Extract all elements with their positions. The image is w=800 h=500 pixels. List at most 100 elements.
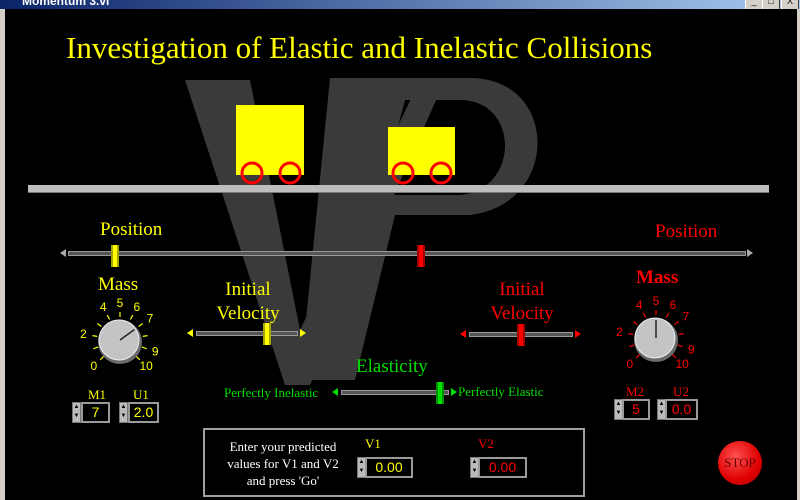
perfectly-elastic-label: Perfectly Elastic <box>458 384 544 399</box>
wheel <box>240 161 264 185</box>
v2-field[interactable]: 0.00 <box>478 457 527 478</box>
prediction-panel <box>203 428 585 497</box>
knob-tick <box>93 346 99 350</box>
stop-button[interactable]: STOP <box>718 441 762 485</box>
knob-label: 2 <box>80 327 87 341</box>
track <box>28 185 769 193</box>
perfectly-inelastic-label: Perfectly Inelastic <box>224 385 319 400</box>
velocity-label-1: Initial Velocity <box>198 278 298 326</box>
prediction-instructions: Enter your predicted values for V1 and V… <box>213 438 353 489</box>
knob-tick <box>642 312 647 318</box>
instructions-line1: Enter your predicted <box>229 439 337 454</box>
maximize-button[interactable]: □ <box>762 0 780 9</box>
elasticity-right-arrow[interactable] <box>451 388 457 396</box>
velocity-label-2: Initial Velocity <box>472 278 572 326</box>
v2-label: V2 <box>478 436 494 451</box>
knob-label: 10 <box>139 359 153 373</box>
knob-body <box>98 319 140 361</box>
knob-label: 5 <box>117 296 124 310</box>
knob-tick <box>632 321 638 325</box>
u1-label: U1 <box>133 387 149 402</box>
velocity-label-1-line2: Velocity <box>216 303 280 324</box>
knob-tick <box>635 353 641 359</box>
velocity-label-1-line1: Initial <box>225 279 271 300</box>
velocity-1-left-arrow[interactable] <box>187 329 193 337</box>
knob-label: 2 <box>616 325 623 339</box>
knob-tick <box>96 323 102 327</box>
knob-label: 7 <box>683 309 690 323</box>
knob-tick <box>671 353 677 359</box>
position-slider-track[interactable] <box>68 251 746 256</box>
position-2-slider-thumb[interactable] <box>416 245 425 267</box>
wheel <box>278 161 302 185</box>
close-button[interactable]: X <box>781 0 799 9</box>
knob-tick <box>92 335 98 337</box>
velocity-label-2-line2: Velocity <box>490 303 554 324</box>
velocity-2-slider-thumb[interactable] <box>517 324 525 346</box>
u2-label: U2 <box>673 384 689 399</box>
elasticity-left-arrow[interactable] <box>332 388 338 396</box>
position-left-arrow[interactable] <box>60 249 66 257</box>
elasticity-label: Elasticity <box>356 356 428 377</box>
knob-label: 9 <box>688 342 695 356</box>
v1-field[interactable]: 0.00 <box>365 457 413 478</box>
knob-tick <box>142 335 148 337</box>
knob-tick <box>141 346 147 350</box>
velocity-1-slider-thumb[interactable] <box>263 323 272 345</box>
u2-field[interactable]: 0.0 <box>665 399 698 420</box>
knob-tick <box>106 314 111 320</box>
wheel <box>429 161 453 185</box>
knob-label: 5 <box>653 294 660 308</box>
m2-field[interactable]: 5 <box>622 399 650 420</box>
instructions-line2: values for V1 and V2 <box>227 456 339 471</box>
mass-label-2: Mass <box>636 267 679 288</box>
position-label-1: Position <box>100 219 163 240</box>
m2-label: M2 <box>626 384 645 399</box>
v1-label: V1 <box>365 436 381 451</box>
knob-tick <box>674 321 680 325</box>
front-panel <box>0 9 800 500</box>
velocity-1-right-arrow[interactable] <box>300 329 306 337</box>
knob-tick <box>665 312 670 318</box>
knob-pointer <box>119 328 136 341</box>
knob-label: 6 <box>669 298 676 312</box>
m1-label: M1 <box>88 387 107 402</box>
u1-field[interactable]: 2.0 <box>128 402 159 423</box>
knob-tick <box>138 323 144 327</box>
position-1-slider-thumb[interactable] <box>111 245 120 267</box>
position-label-2: Position <box>655 221 718 242</box>
knob-label: 0 <box>90 359 97 373</box>
elasticity-slider-track[interactable] <box>341 390 449 395</box>
knob-tick <box>628 333 634 335</box>
window-title: Momentum 3.vi <box>22 0 110 8</box>
knob-tick <box>678 333 684 335</box>
mass-label-1: Mass <box>98 274 139 295</box>
title-bar: Momentum 3.vi _ □ X <box>0 0 800 9</box>
cart-2 <box>388 127 455 175</box>
position-right-arrow[interactable] <box>747 249 753 257</box>
m1-field[interactable]: 7 <box>81 402 110 423</box>
knob-tick <box>677 344 683 348</box>
page-title: Investigation of Elastic and Inelastic C… <box>66 30 653 65</box>
velocity-2-left-arrow[interactable] <box>460 330 466 338</box>
velocity-1-slider-track[interactable] <box>196 331 298 336</box>
wheel <box>391 161 415 185</box>
knob-label: 0 <box>626 357 633 371</box>
knob-label: 6 <box>133 300 140 314</box>
knob-body <box>634 317 676 359</box>
knob-tick <box>629 344 635 348</box>
elasticity-slider-thumb[interactable] <box>436 382 445 404</box>
stop-label: STOP <box>724 455 756 470</box>
velocity-2-right-arrow[interactable] <box>575 330 581 338</box>
knob-tick <box>135 355 141 361</box>
velocity-label-2-line1: Initial <box>499 279 545 300</box>
knob-tick <box>129 314 134 320</box>
knob-label: 10 <box>675 357 689 371</box>
knob-tick <box>99 355 105 361</box>
m1-spinner[interactable]: ▲▼ <box>72 402 81 423</box>
u1-spinner[interactable]: ▲▼ <box>119 402 128 423</box>
instructions-line3: and press 'Go' <box>246 473 320 488</box>
